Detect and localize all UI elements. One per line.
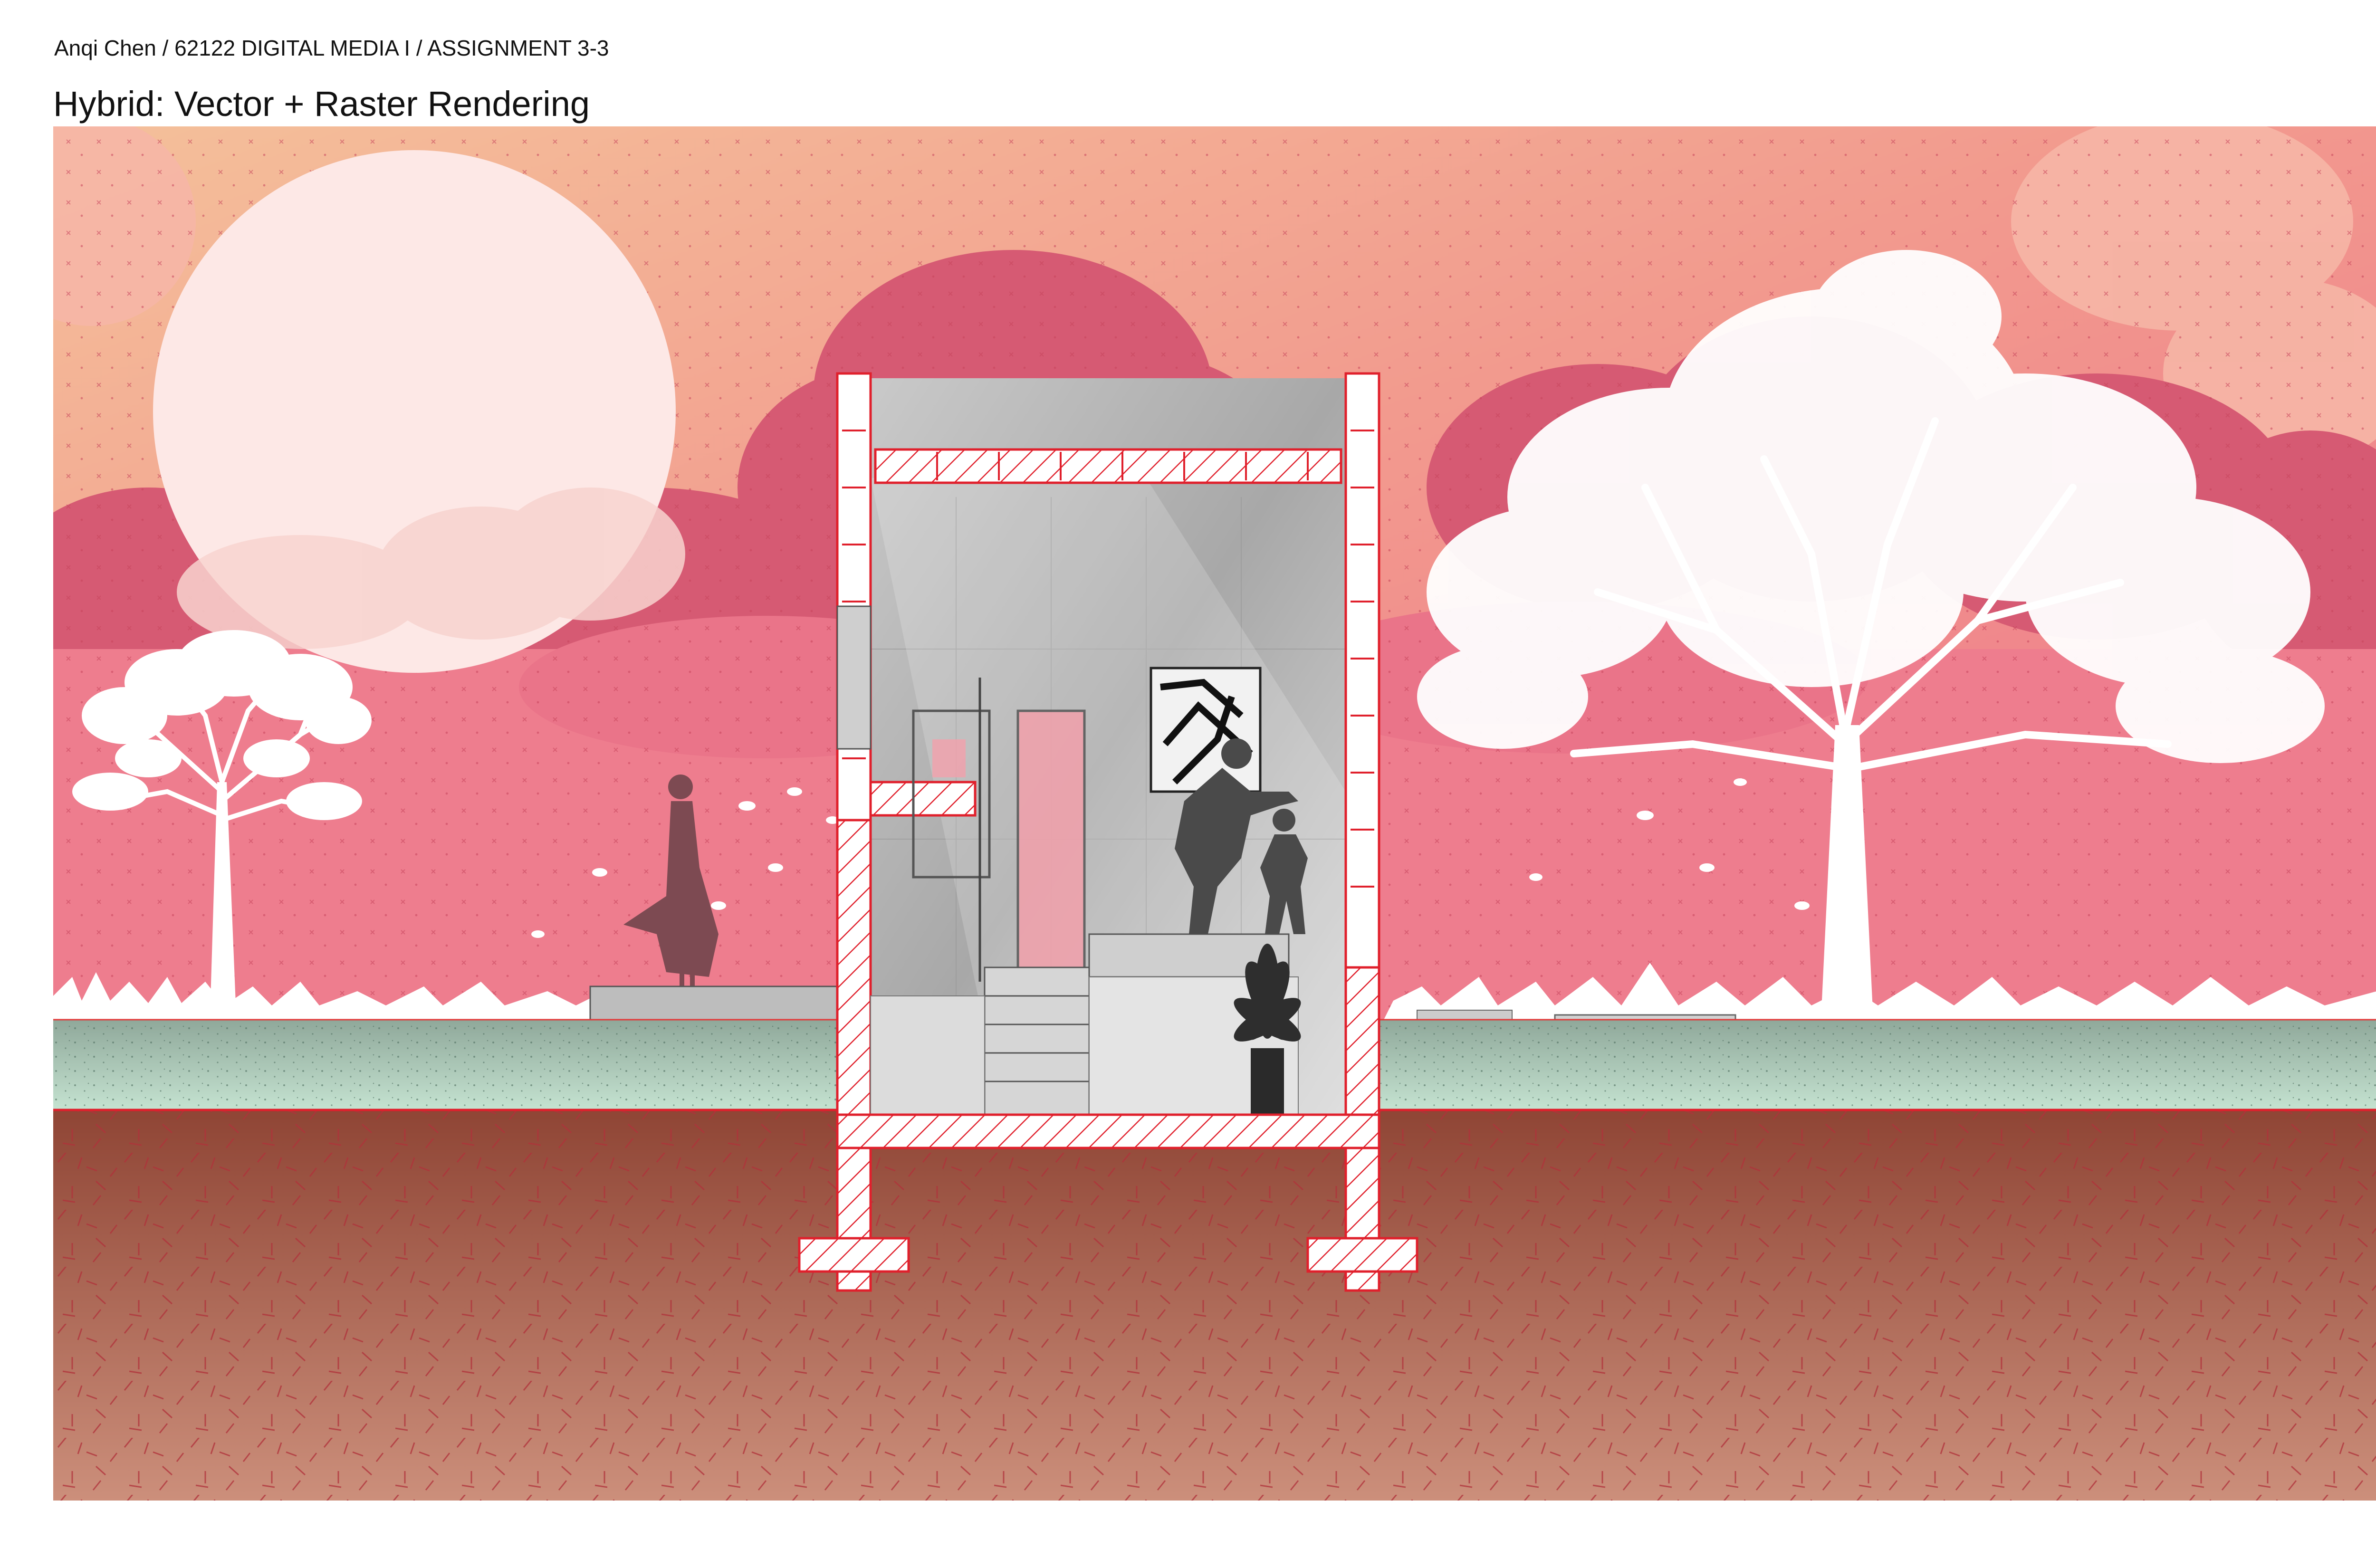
- stairs: [984, 966, 1090, 1116]
- grass: [53, 963, 2376, 1020]
- footing-left: [798, 1237, 910, 1273]
- petals: [531, 778, 1810, 938]
- child-silhouette: [1260, 809, 1308, 934]
- byline: Anqi Chen / 62122 DIGITAL MEDIA I / ASSI…: [54, 36, 609, 60]
- building-section: [798, 372, 1418, 1292]
- potted-plant: [1234, 944, 1301, 1115]
- wall-artwork: [1150, 667, 1262, 793]
- small-tree-left: [72, 630, 372, 1015]
- section-rendering: [53, 126, 2376, 1501]
- adult-silhouette: [1175, 738, 1298, 934]
- page-title: Hybrid: Vector + Raster Rendering: [53, 84, 590, 124]
- footing-right: [1306, 1237, 1418, 1273]
- large-tree-right: [1417, 250, 2325, 1020]
